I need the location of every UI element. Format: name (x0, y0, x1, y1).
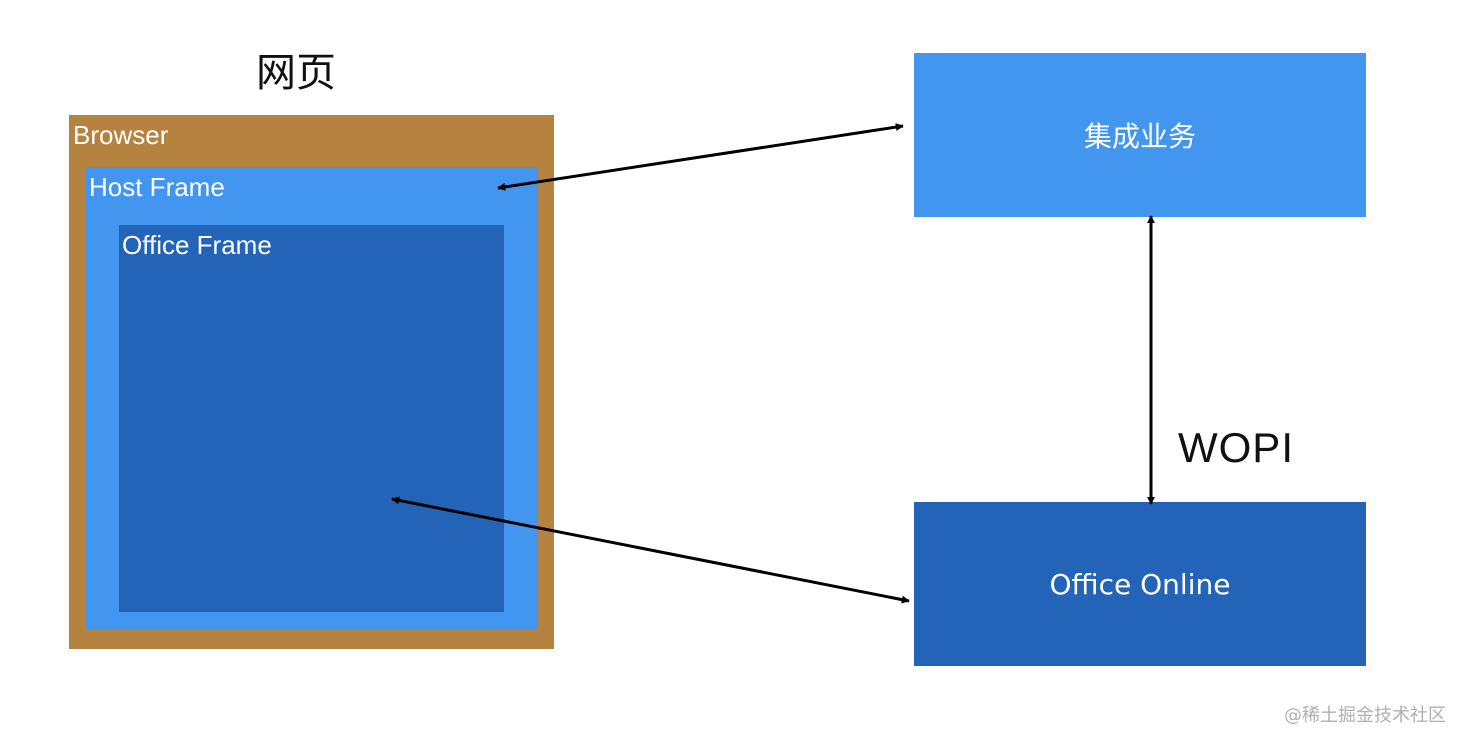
integration-service-box: 集成业务 (914, 53, 1366, 217)
browser-label: Browser (73, 120, 169, 150)
host-frame-label: Host Frame (89, 172, 225, 202)
integration-service-label: 集成业务 (1083, 120, 1196, 153)
office-online-box: Office Online (914, 502, 1366, 666)
office-online-label: Office Online (1049, 567, 1231, 601)
wopi-edge-label: WOPI (1178, 424, 1294, 471)
office-frame-label: Office Frame (122, 230, 272, 260)
arrow-officeframe-to-online (391, 496, 910, 604)
watermark: @稀土掘金技术社区 (1284, 705, 1446, 726)
page-title: 网页 (256, 50, 336, 96)
arrow-host-to-service (497, 123, 904, 191)
